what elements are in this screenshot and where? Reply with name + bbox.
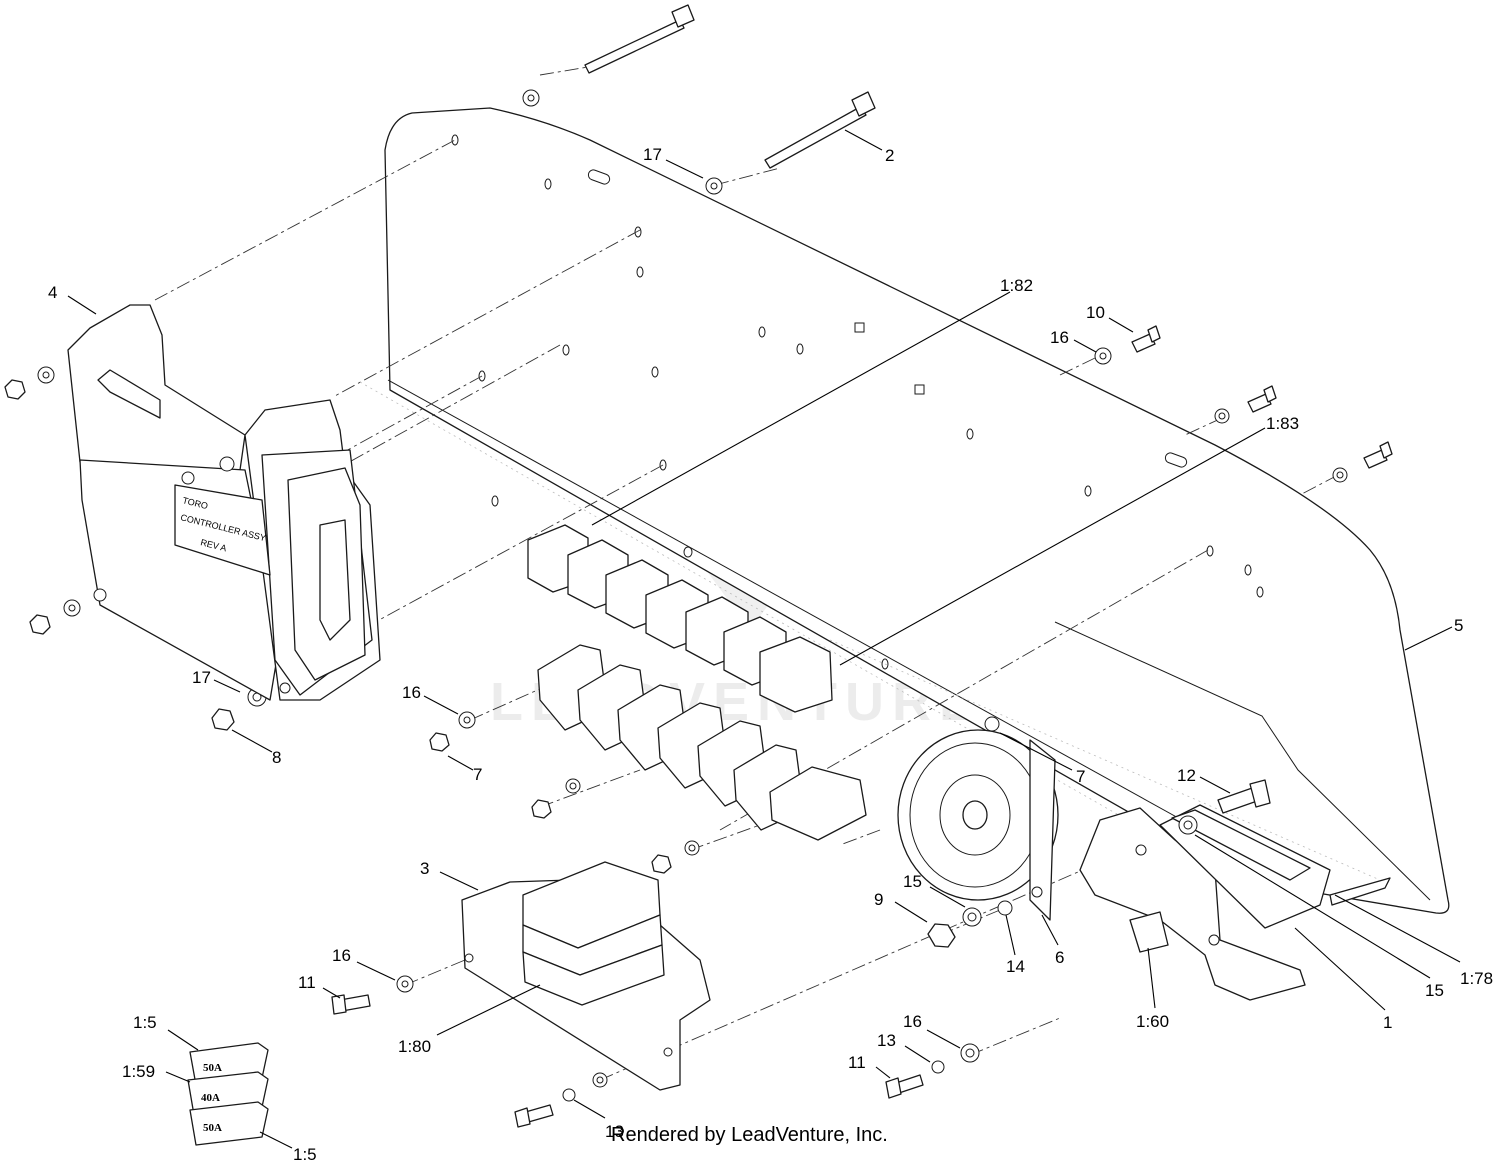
callout-16-bottom: 16 [903,1012,922,1031]
callout-1-80: 1:80 [398,1037,431,1056]
callout-17-top: 17 [643,145,662,164]
horn [897,716,1059,921]
callout-16-upper: 16 [1050,328,1069,347]
callout-1-5-top: 1:5 [133,1013,157,1032]
fuse-bracket [461,861,711,1091]
callout-12: 12 [1177,766,1196,785]
callout-1-83: 1:83 [1266,414,1299,433]
nuts [4,379,956,948]
callout-1-5-bottom: 1:5 [293,1145,317,1161]
callout-15-horn: 15 [903,872,922,891]
callout-7-right: 7 [1076,767,1085,786]
callouts: 17 2 4 1:82 10 16 1:83 5 17 8 16 7 7 12 … [48,145,1493,1161]
callout-8: 8 [272,748,281,767]
callout-3: 3 [420,859,429,878]
callout-4: 4 [48,283,57,302]
small-bolts [331,325,1393,1128]
callout-2: 2 [885,146,894,165]
callout-16-fuse: 16 [332,946,351,965]
callout-9: 9 [874,890,883,909]
callout-13-bottom: 13 [605,1122,624,1141]
controller: TORO CONTROLLER ASSY REV A [67,304,381,701]
relay-row [527,524,833,713]
callout-13-right: 13 [877,1031,896,1050]
bolt-2 [764,91,876,169]
leader-lines [67,129,1461,1149]
callout-5: 5 [1454,616,1463,635]
callout-15-right: 15 [1425,981,1444,1000]
callout-1-82: 1:82 [1000,276,1033,295]
callout-10: 10 [1086,303,1105,322]
callout-1-78: 1:78 [1460,969,1493,988]
callout-17-left: 17 [192,668,211,687]
footer-credit: Rendered by LeadVenture, Inc. [611,1124,888,1146]
fuse-middle-label: 40A [201,1092,220,1104]
callout-14: 14 [1006,957,1025,976]
right-bracket [1079,804,1391,1001]
washers [37,89,1348,1102]
relay-sockets [537,644,867,841]
callout-7-left: 7 [473,765,482,784]
maxi-fuses: 50A 40A 50A [187,1042,269,1146]
callout-11-right: 11 [848,1053,866,1072]
top-bolt [584,4,695,74]
callout-6: 6 [1055,948,1064,967]
fuse-top-label: 50A [203,1062,222,1074]
mounting-plate [384,107,1450,914]
callout-1: 1 [1383,1013,1392,1032]
callout-1-59: 1:59 [122,1062,155,1081]
callout-16-mid: 16 [402,683,421,702]
callout-11-left: 11 [298,973,316,992]
callout-1-60: 1:60 [1136,1012,1169,1031]
fuse-bottom-label: 50A [203,1122,222,1134]
